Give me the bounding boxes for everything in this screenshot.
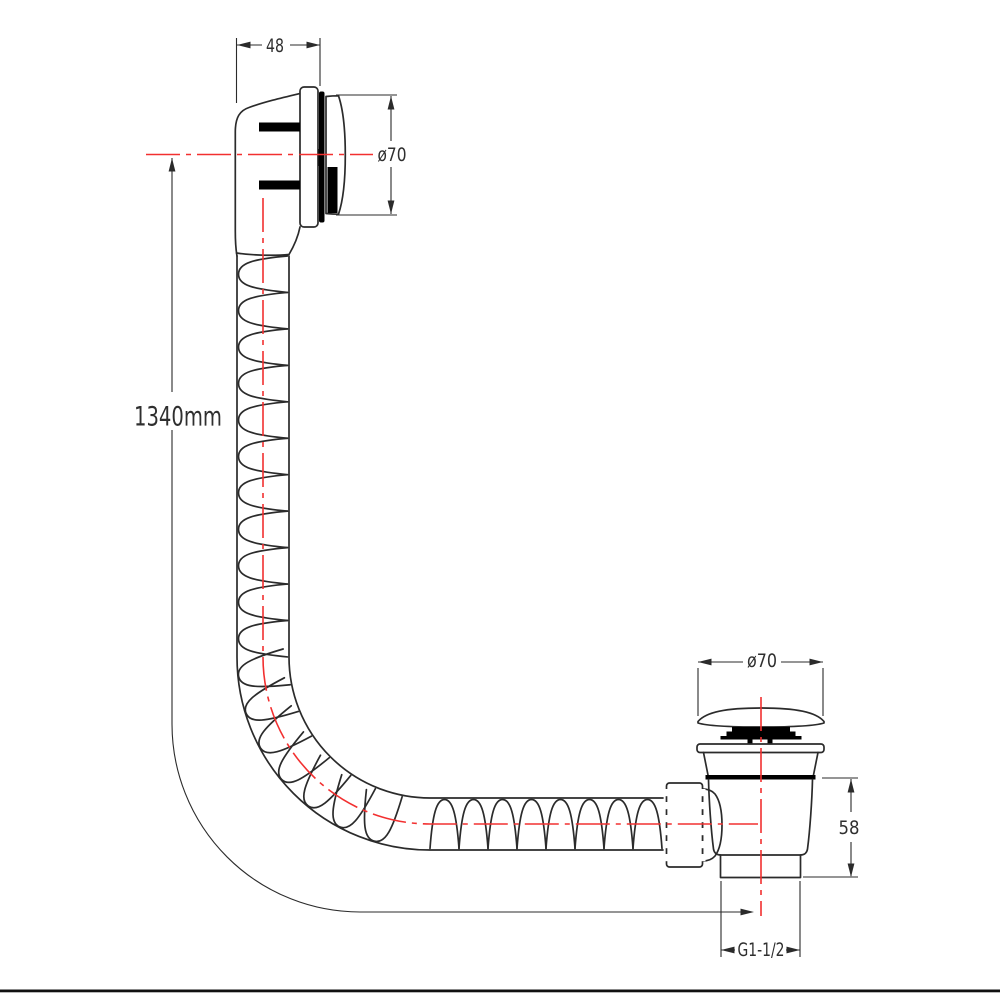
dimension-hose-length	[168, 158, 754, 916]
waste-body-upper	[702, 751, 819, 776]
label-waste-diameter: ø70	[747, 650, 777, 672]
overflow-faceplate	[299, 86, 319, 228]
dimension-overflow-depth	[235, 38, 321, 103]
dimension-waste-diameter	[697, 658, 824, 716]
overflow-elbow-body	[234, 92, 301, 257]
dimension-waste-thread	[720, 881, 801, 957]
label-hose-length: 1340mm	[134, 402, 222, 433]
waste-collar	[701, 788, 723, 862]
overflow-pin-lower	[259, 180, 300, 190]
overflow-fitting	[234, 86, 347, 257]
centerlines	[146, 153, 762, 916]
dimension-overflow-diameter	[336, 94, 397, 216]
dimension-waste-height	[803, 777, 858, 878]
waste-body-lower	[707, 778, 814, 856]
label-waste-thread: G1-1/2	[738, 939, 785, 961]
flexible-hose	[234, 255, 664, 851]
dimension-labels: 48 ø70 1340mm ø70 58 G1-1/2	[134, 35, 860, 961]
label-overflow-diameter: ø70	[378, 144, 407, 166]
dimension-annotations	[168, 38, 858, 957]
waste-dome-cap	[697, 707, 825, 728]
hose-inner-edge	[288, 255, 664, 799]
overflow-pin-upper	[259, 122, 300, 132]
overflow-cover-cap	[325, 94, 347, 216]
label-waste-height: 58	[839, 817, 860, 839]
waste-nut-knurling	[663, 789, 706, 862]
hose-outer-edge	[236, 255, 664, 851]
hose-centerline	[262, 198, 758, 825]
overflow-cap-slot	[327, 167, 338, 213]
waste-fitting	[663, 707, 825, 879]
label-overflow-depth: 48	[266, 35, 284, 57]
overflow-elbow-neck	[235, 226, 301, 257]
overflow-screw-boss	[318, 149, 325, 166]
bottom-border	[0, 989, 1000, 993]
